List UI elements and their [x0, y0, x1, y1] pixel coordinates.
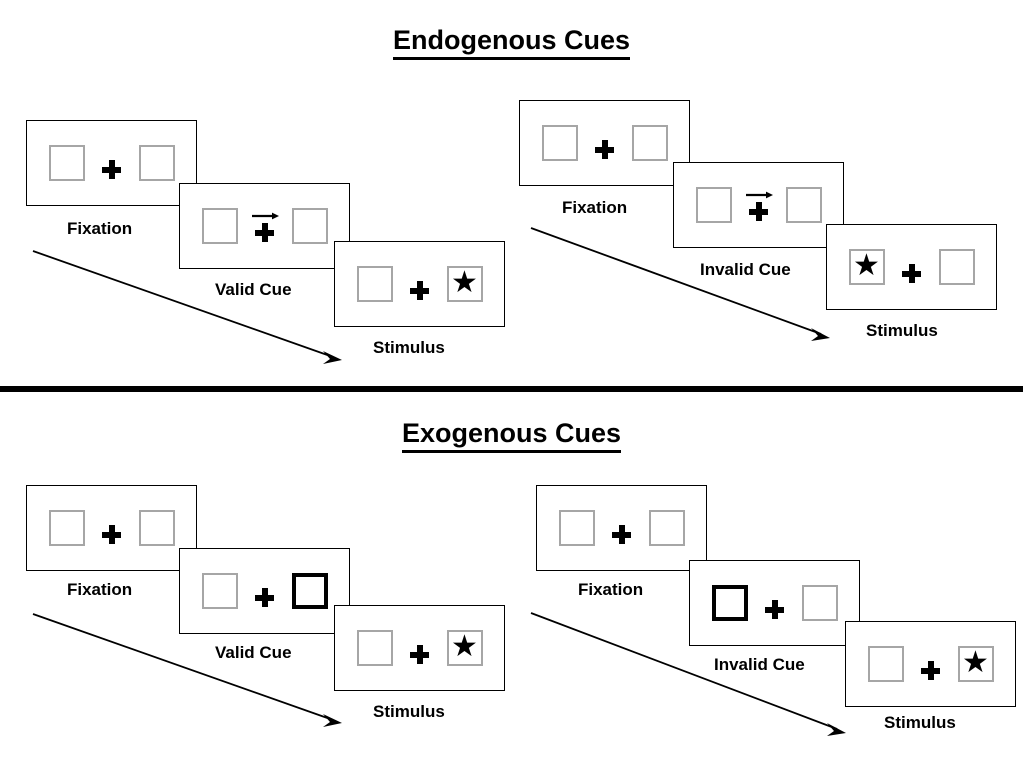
arrow-right-icon: [251, 212, 279, 220]
frame-content: ★: [848, 249, 975, 285]
right-placeholder-box: [138, 145, 175, 181]
left-placeholder-box: [558, 510, 595, 546]
time-arrow-exogenous-invalid: [530, 612, 846, 736]
fixation-cross-icon: [595, 140, 614, 159]
fixation-cross-icon: [255, 588, 274, 607]
frame-content: ★: [356, 266, 483, 302]
right-target-box: ★: [446, 630, 483, 666]
fixation-centre-with-cue: [744, 189, 774, 221]
fixation-cross-icon: [102, 525, 121, 544]
right-placeholder-box: [801, 585, 838, 621]
left-placeholder-box: [356, 266, 393, 302]
fixation-centre: [897, 251, 927, 283]
frame-endogenous-valid-cue: [179, 183, 350, 269]
frame-label-endogenous-valid-cue: Valid Cue: [215, 280, 292, 299]
fixation-cross-icon: [902, 264, 921, 283]
section-heading-exogenous-text: Exogenous Cues: [401, 418, 622, 453]
frame-endogenous-invalid-stimulus: ★: [826, 224, 997, 310]
frame-exogenous-invalid-stimulus: ★: [845, 621, 1016, 707]
frame-exogenous-valid-fixation: [26, 485, 197, 571]
left-cued-box: [711, 585, 748, 621]
frame-label-endogenous-valid-fixation: Fixation: [67, 219, 133, 238]
fixation-centre-with-cue: [250, 210, 280, 242]
right-placeholder-box: [938, 249, 975, 285]
frame-content: ★: [867, 646, 994, 682]
right-placeholder-box: [648, 510, 685, 546]
frame-label-exogenous-invalid-fixation: Fixation: [578, 580, 644, 599]
fixation-centre: [590, 127, 620, 159]
frame-endogenous-valid-fixation: [26, 120, 197, 206]
frame-content: [48, 510, 175, 546]
section-divider: [0, 386, 1023, 392]
fixation-centre: [97, 147, 127, 179]
arrow-right-icon: [745, 191, 773, 199]
left-placeholder-box: [201, 208, 238, 244]
left-placeholder-box: [48, 510, 85, 546]
left-placeholder-box: [695, 187, 732, 223]
right-placeholder-box: [785, 187, 822, 223]
fixation-cross-icon: [749, 202, 768, 221]
frame-label-endogenous-invalid-fixation: Fixation: [562, 198, 628, 217]
right-placeholder-box: [631, 125, 668, 161]
star-target-icon: ★: [451, 266, 478, 299]
frame-exogenous-valid-stimulus: ★: [334, 605, 505, 691]
frame-label-exogenous-valid-fixation: Fixation: [67, 580, 133, 599]
frame-content: [558, 510, 685, 546]
frame-label-exogenous-invalid-cue: Invalid Cue: [714, 655, 805, 674]
frame-content: [48, 145, 175, 181]
frame-content: [695, 187, 822, 223]
time-arrow-endogenous-invalid: [530, 227, 830, 341]
right-placeholder-box: [138, 510, 175, 546]
fixation-cross-icon: [765, 600, 784, 619]
fixation-centre: [97, 512, 127, 544]
frame-exogenous-invalid-fixation: [536, 485, 707, 571]
frame-label-exogenous-valid-cue: Valid Cue: [215, 643, 292, 662]
frame-exogenous-valid-cue: [179, 548, 350, 634]
section-heading-endogenous: Endogenous Cues: [0, 25, 1023, 60]
star-target-icon: ★: [451, 630, 478, 663]
frame-label-exogenous-valid-stimulus: Stimulus: [373, 702, 445, 721]
frame-label-exogenous-invalid-stimulus: Stimulus: [884, 713, 956, 732]
frame-label-endogenous-invalid-cue: Invalid Cue: [700, 260, 791, 279]
fixation-cross-icon: [102, 160, 121, 179]
left-placeholder-box: [867, 646, 904, 682]
frame-content: ★: [356, 630, 483, 666]
frame-label-endogenous-valid-stimulus: Stimulus: [373, 338, 445, 357]
fixation-cross-icon: [921, 661, 940, 680]
fixation-centre: [405, 632, 435, 664]
frame-label-endogenous-invalid-stimulus: Stimulus: [866, 321, 938, 340]
fixation-centre: [405, 268, 435, 300]
fixation-centre: [916, 648, 946, 680]
left-placeholder-box: [541, 125, 578, 161]
left-placeholder-box: [201, 573, 238, 609]
frame-endogenous-invalid-cue: [673, 162, 844, 248]
fixation-cross-icon: [255, 223, 274, 242]
fixation-centre: [250, 575, 280, 607]
frame-endogenous-valid-stimulus: ★: [334, 241, 505, 327]
frame-exogenous-invalid-cue: [689, 560, 860, 646]
time-arrow-exogenous-valid: [32, 613, 342, 727]
fixation-cross-icon: [410, 645, 429, 664]
star-target-icon: ★: [962, 646, 989, 679]
frame-content: [201, 573, 328, 609]
section-heading-endogenous-text: Endogenous Cues: [392, 25, 630, 60]
fixation-cross-icon: [612, 525, 631, 544]
right-target-box: ★: [957, 646, 994, 682]
left-placeholder-box: [48, 145, 85, 181]
left-placeholder-box: [356, 630, 393, 666]
time-arrow-endogenous-valid: [32, 250, 342, 364]
star-target-icon: ★: [853, 249, 880, 282]
left-target-box: ★: [848, 249, 885, 285]
frame-content: [541, 125, 668, 161]
frame-content: [711, 585, 838, 621]
frame-content: [201, 208, 328, 244]
frame-endogenous-invalid-fixation: [519, 100, 690, 186]
right-cued-box: [291, 573, 328, 609]
fixation-cross-icon: [410, 281, 429, 300]
right-target-box: ★: [446, 266, 483, 302]
fixation-centre: [607, 512, 637, 544]
fixation-centre: [760, 587, 790, 619]
section-heading-exogenous: Exogenous Cues: [0, 418, 1023, 453]
right-placeholder-box: [291, 208, 328, 244]
